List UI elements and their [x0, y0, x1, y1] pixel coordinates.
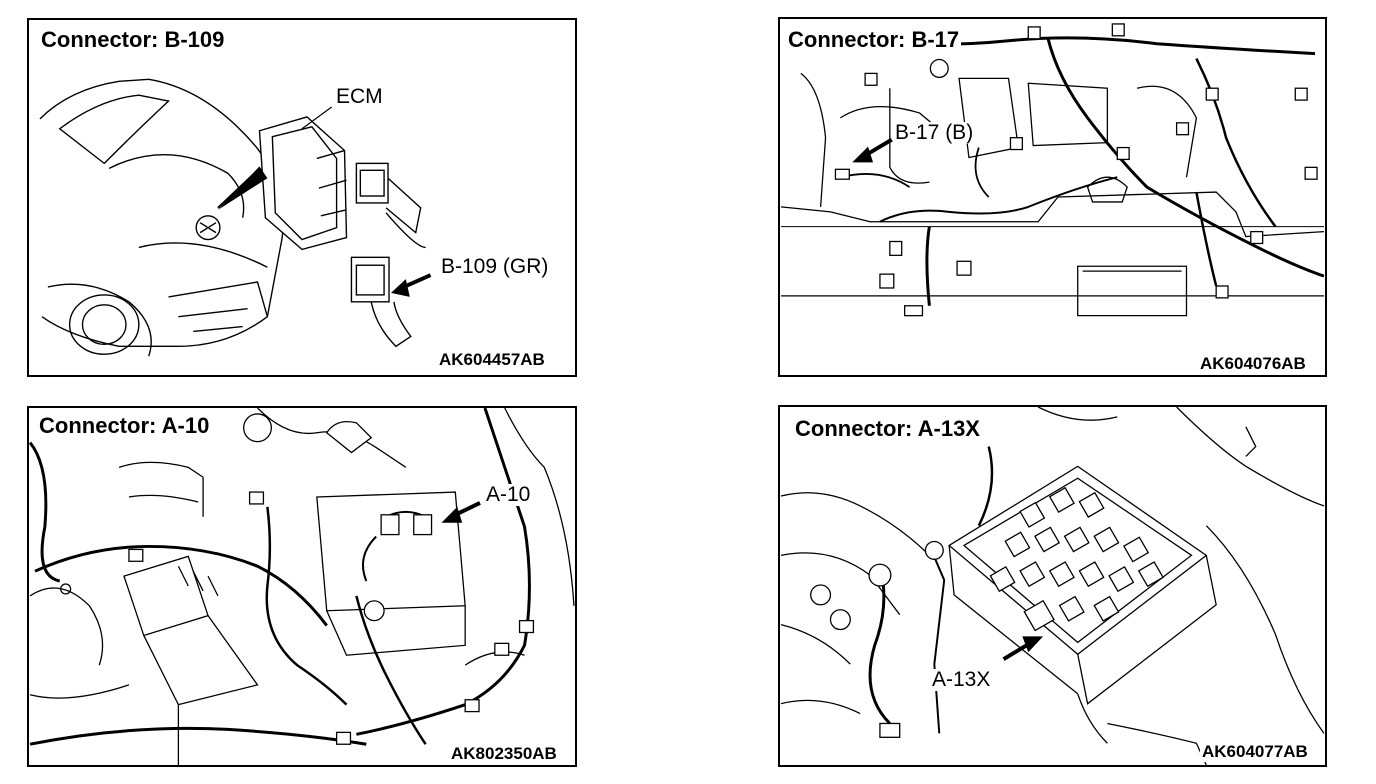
- diagram-panel-b17: Connector: B-17 B-17 (B) AK604076AB: [778, 17, 1327, 377]
- panel-title: Connector: B-17: [786, 27, 962, 52]
- figure-code: AK604076AB: [1198, 354, 1308, 374]
- fuse-box-illustration-a13x: [780, 407, 1325, 765]
- figure-code: AK604077AB: [1200, 742, 1310, 762]
- panel-title: Connector: A-10: [37, 413, 212, 438]
- connector-callout-label: A-10: [484, 483, 533, 506]
- panel-title: Connector: A-13X: [793, 416, 982, 441]
- connector-callout-label: B-17 (B): [893, 121, 976, 144]
- harness-illustration-b17: [780, 23, 1325, 317]
- diagram-panel-a13x: Connector: A-13X A-13X AK604077AB: [778, 405, 1327, 767]
- connector-callout-label: A-13X: [930, 668, 993, 691]
- engine-bay-illustration-a10: [29, 408, 575, 765]
- diagram-panel-a10: Connector: A-10 A-10 AK802350AB: [27, 406, 577, 767]
- diagram-panel-b109: Connector: B-109 ECM B-109 (GR) AK604457…: [27, 18, 577, 377]
- connector-callout-label: B-109 (GR): [439, 255, 551, 278]
- car-ecm-illustration: [39, 78, 432, 357]
- figure-code: AK604457AB: [437, 350, 547, 370]
- figure-code: AK802350AB: [449, 744, 559, 764]
- ecm-label: ECM: [334, 85, 385, 108]
- panel-title: Connector: B-109: [39, 27, 227, 52]
